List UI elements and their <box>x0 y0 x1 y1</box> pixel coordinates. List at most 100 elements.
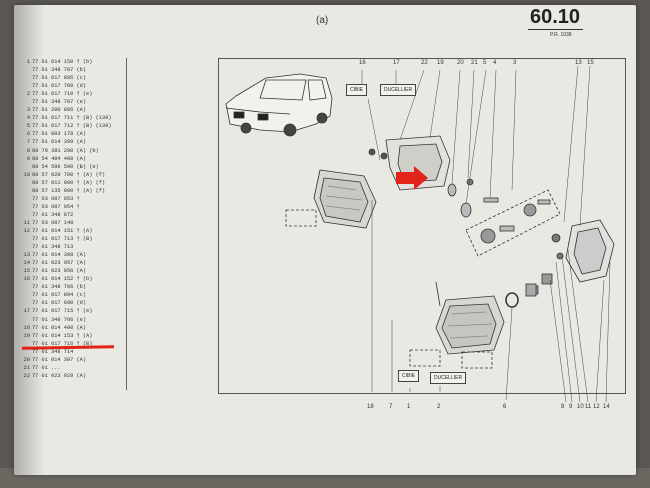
part-number: 77 01 017 895 (c) <box>32 75 87 82</box>
parts-list-row: 08 57 135 000 † (A) (f) <box>22 187 132 195</box>
reference-number: 21 <box>471 60 478 66</box>
part-number: 08 57 135 000 † (A) (f) <box>32 187 106 194</box>
item-number: 18 <box>23 324 30 331</box>
item-number: 10 <box>23 171 30 178</box>
part-number: 08 54 484 400 (A) <box>32 155 87 162</box>
part-number: 77 01 017 711 † (B) (139) <box>32 115 112 122</box>
part-number: 77 01 017 690 (d) <box>32 300 87 307</box>
part-number: 77 01 014 152 † (b) <box>32 276 93 283</box>
item-number: 21 <box>23 364 30 371</box>
reference-number: 20 <box>457 60 464 66</box>
parts-list-row: 08 57 011 000 † (A) (f) <box>22 179 132 187</box>
part-number: 77 01 017 716 † (B) <box>32 340 93 347</box>
reference-number: 14 <box>603 404 610 410</box>
part-number: 77 01 348 706 (e) <box>32 316 87 323</box>
part-number: 77 01 348 707 (e) <box>32 99 87 106</box>
column-divider <box>126 58 127 390</box>
parts-list-row: 77 01 348 707 (e) <box>22 98 132 106</box>
parts-list-row: 77 01 017 700 (d) <box>22 82 132 90</box>
reference-number: 8 <box>561 404 565 410</box>
item-number: 7 <box>26 139 30 146</box>
part-number: 77 01 017 700 (d) <box>32 83 87 90</box>
part-number: 77 03 097 053 † <box>32 195 80 202</box>
side-lamp-right <box>529 219 615 295</box>
item-number: 19 <box>23 332 30 339</box>
part-number: 77 01 200 886 (A) <box>32 107 87 114</box>
part-number: 77 01 348 714 <box>32 348 74 355</box>
item-number: 13 <box>23 252 30 259</box>
part-number: 08 57 020 700 † (A) (f) <box>32 171 106 178</box>
part-number: 77 01 348 706 (b) <box>32 284 87 291</box>
reference-number: 11 <box>585 404 592 410</box>
section-number: 60.10 <box>530 6 581 28</box>
reference-number: 19 <box>437 60 444 66</box>
reference-number: 16 <box>359 60 366 66</box>
red-arrow <box>396 166 428 190</box>
reference-number: 3 <box>513 60 517 66</box>
section-rule <box>528 29 583 30</box>
reference-number: 13 <box>575 60 582 66</box>
item-number: 1 <box>26 59 30 65</box>
part-number: 77 01 023 956 (A) <box>32 268 87 275</box>
part-number: 77 01 017 894 (c) <box>32 292 87 299</box>
reference-number: 9 <box>569 404 573 410</box>
parts-list-row: 08 54 596 500 (B) (e) <box>22 163 132 171</box>
brand-box-ducellier-bottom: DUCELLIER <box>430 372 467 384</box>
part-number: 77 01 023 957 (A) <box>32 260 87 267</box>
part-number: 77 01 003 178 (A) <box>32 131 87 138</box>
part-number: 77 03 097 054 † <box>32 203 80 210</box>
part-number: 77 01 017 710 † (e) <box>32 91 93 98</box>
parts-list-row: 77 01 017 895 (c) <box>22 74 132 82</box>
part-number: 77 01 014 150 † (b) <box>32 59 93 65</box>
reference-number: 15 <box>587 60 594 66</box>
bulb-kit-box <box>465 189 561 257</box>
section-subtitle: P.R. 1038 <box>550 32 572 38</box>
reference-number: 18 <box>367 404 374 410</box>
parts-list-row: 77 01 017 713 † (B) <box>22 235 132 243</box>
part-number: 77 01 014 400 (A) <box>32 324 87 331</box>
reference-number: 1 <box>407 404 411 410</box>
item-number: 9 <box>26 155 30 162</box>
item-number: 8 <box>26 147 30 154</box>
reference-number: 22 <box>421 60 428 66</box>
part-number: 77 01 ... <box>32 364 61 371</box>
item-number: 6 <box>26 131 30 138</box>
item-number: 15 <box>23 268 30 275</box>
item-number: 3 <box>26 107 30 114</box>
part-number: 77 01 014 151 † (A) <box>32 227 93 234</box>
reference-number: 5 <box>483 60 487 66</box>
reference-number: 4 <box>493 60 497 66</box>
headlamp-top-left <box>285 169 377 229</box>
car-illustration <box>225 73 333 137</box>
item-number: 5 <box>26 123 30 130</box>
parts-list-row: 77 01 348 713 <box>22 243 132 251</box>
parts-list-row: 77 01 017 894 (c) <box>22 291 132 299</box>
leader-lines <box>361 65 611 403</box>
reference-number: 17 <box>393 60 400 66</box>
parts-list-row: 77 01 348 707 (b) <box>22 66 132 74</box>
part-number: 77 03 097 148 <box>32 219 74 226</box>
item-number: 2 <box>26 91 30 98</box>
brand-box-cibie-top: CIBIE <box>346 84 368 96</box>
figure-label: (a) <box>316 15 329 26</box>
reference-number: 10 <box>577 404 584 410</box>
part-number: 77 01 348 713 <box>32 244 74 251</box>
